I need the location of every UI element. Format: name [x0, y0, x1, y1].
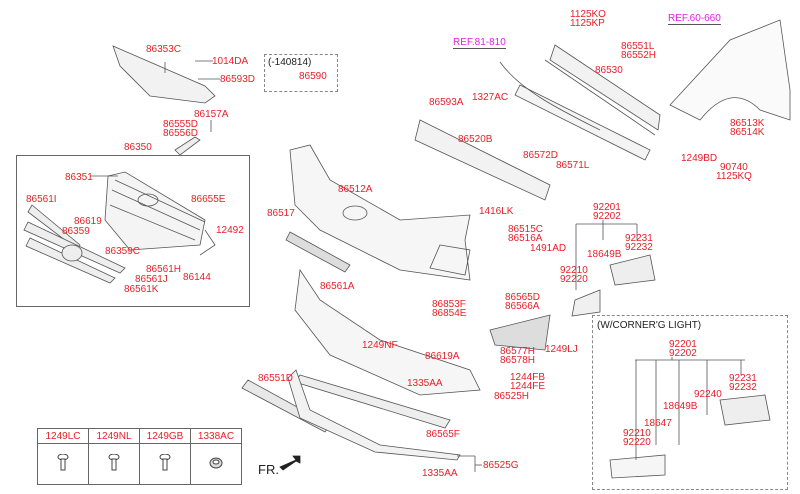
- label-86551L[interactable]: 86551L: [621, 41, 655, 52]
- label-86359[interactable]: 86359: [62, 226, 90, 237]
- label-1125KO[interactable]: 1125KO: [570, 9, 606, 20]
- label-corner-18647[interactable]: 18647: [644, 418, 672, 429]
- label-1244FE[interactable]: 1244FE: [510, 381, 546, 392]
- label-1249LJ[interactable]: 1249LJ: [545, 344, 578, 355]
- fender-shape: [669, 19, 791, 121]
- label-86571L[interactable]: 86571L: [556, 160, 590, 171]
- label-86556D[interactable]: 86556D: [163, 128, 199, 139]
- label-86565D[interactable]: 86565D: [505, 292, 541, 303]
- label-86517[interactable]: 86517: [267, 208, 295, 219]
- label-86552H[interactable]: 86552H: [621, 50, 657, 61]
- label-86525H[interactable]: 86525H: [494, 391, 530, 402]
- label-1327AC[interactable]: 1327AC: [472, 92, 509, 103]
- label-corner-92240[interactable]: 92240: [694, 389, 722, 400]
- label-1125KQ[interactable]: 1125KQ: [716, 171, 752, 182]
- label-corner-92231[interactable]: 92231: [729, 373, 757, 384]
- front-label: FR.: [258, 462, 279, 477]
- label-1244FB[interactable]: 1244FB: [510, 372, 546, 383]
- label-86593D[interactable]: 86593D: [220, 74, 256, 85]
- label-86513K[interactable]: 86513K: [730, 118, 765, 129]
- ref-81-810[interactable]: REF.81-810: [453, 37, 506, 49]
- label-86514K[interactable]: 86514K: [730, 127, 765, 138]
- label-86854E[interactable]: 86854E: [432, 308, 467, 319]
- label-92201[interactable]: 92201: [593, 202, 621, 213]
- label-92231[interactable]: 92231: [625, 233, 653, 244]
- fastener-code[interactable]: 1249NL: [88, 428, 140, 444]
- bumper-beam-shape: [549, 44, 661, 131]
- label-92202[interactable]: 92202: [593, 211, 621, 222]
- label-86555D[interactable]: 86555D: [163, 119, 199, 130]
- label-12492[interactable]: 12492: [216, 225, 244, 236]
- label-86530[interactable]: 86530: [595, 65, 623, 76]
- label-86655E[interactable]: 86655E: [191, 194, 226, 205]
- label-86572D[interactable]: 86572D: [523, 150, 559, 161]
- nut-icon: [209, 457, 223, 468]
- label-86561A[interactable]: 86561A: [320, 281, 355, 292]
- label-86619A[interactable]: 86619A: [425, 351, 460, 362]
- label-86561I[interactable]: 86561I: [26, 194, 57, 205]
- label-1125KP[interactable]: 1125KP: [570, 18, 605, 29]
- label-86577H[interactable]: 86577H: [500, 346, 536, 357]
- label-1491AD[interactable]: 1491AD: [530, 243, 567, 254]
- label-1335AA-top[interactable]: 1335AA: [407, 378, 443, 389]
- label-86593A[interactable]: 86593A: [429, 97, 464, 108]
- label-86561J[interactable]: 86561J: [135, 274, 168, 285]
- screw-icon: [159, 453, 171, 470]
- label-86351[interactable]: 86351: [65, 172, 93, 183]
- label-corner-92201[interactable]: 92201: [669, 339, 697, 350]
- label-86516A[interactable]: 86516A: [508, 233, 543, 244]
- label-corner-18649B[interactable]: 18649B: [663, 401, 698, 412]
- screw-icon: [57, 453, 69, 470]
- label-86578H[interactable]: 86578H: [500, 355, 536, 366]
- date-note: (-140814): [268, 57, 312, 68]
- corner-light-box: [592, 315, 788, 490]
- label-corner-92210[interactable]: 92210: [623, 428, 651, 439]
- label-1014DA[interactable]: 1014DA: [212, 56, 249, 67]
- label-1335AA-bottom[interactable]: 1335AA: [422, 468, 458, 479]
- front-arrow-icon: [279, 455, 301, 471]
- label-86561K[interactable]: 86561K: [124, 284, 159, 295]
- label-1416LK[interactable]: 1416LK: [479, 206, 514, 217]
- radiator-cover-shape: [112, 45, 216, 104]
- label-corner-92232[interactable]: 92232: [729, 382, 757, 393]
- label-86619[interactable]: 86619: [74, 216, 102, 227]
- ref-60-660[interactable]: REF.60-660: [668, 13, 721, 25]
- label-86512A[interactable]: 86512A: [338, 184, 373, 195]
- fastener-code[interactable]: 1338AC: [190, 428, 242, 444]
- grille-shape: [104, 171, 206, 251]
- label-86565F[interactable]: 86565F: [426, 429, 460, 440]
- label-1249BD[interactable]: 1249BD: [681, 153, 718, 164]
- label-90740[interactable]: 90740: [720, 162, 748, 173]
- label-86157A[interactable]: 86157A: [194, 109, 229, 120]
- label-86590[interactable]: 86590: [299, 71, 327, 82]
- label-86350[interactable]: 86350: [124, 142, 152, 153]
- label-86144[interactable]: 86144: [183, 272, 211, 283]
- label-86551D[interactable]: 86551D: [258, 373, 294, 384]
- label-86515C[interactable]: 86515C: [508, 224, 544, 235]
- grille-assembly-box: [16, 155, 250, 307]
- screw-icon: [108, 453, 120, 470]
- label-18649B[interactable]: 18649B: [587, 249, 622, 260]
- label-92232[interactable]: 92232: [625, 242, 653, 253]
- fastener-code[interactable]: 1249LC: [37, 428, 89, 444]
- bumper-cover-shape: [289, 144, 471, 281]
- label-92210[interactable]: 92210: [560, 265, 588, 276]
- fastener-code[interactable]: 1249GB: [139, 428, 191, 444]
- label-86561H[interactable]: 86561H: [146, 264, 182, 275]
- lower-bumper-shape: [294, 268, 481, 396]
- label-86853F[interactable]: 86853F: [432, 299, 466, 310]
- label-1249NF[interactable]: 1249NF: [362, 340, 398, 351]
- label-92220[interactable]: 92220: [560, 274, 588, 285]
- label-86566A[interactable]: 86566A: [505, 301, 540, 312]
- corner-light-note: (W/CORNER'G LIGHT): [597, 320, 702, 331]
- label-86359C[interactable]: 86359C: [105, 246, 141, 257]
- label-corner-92202[interactable]: 92202: [669, 348, 697, 359]
- date-note-box: [264, 54, 338, 92]
- fastener-table: 1249LC 1249NL 1249GB 1338AC: [37, 428, 242, 485]
- label-86525G[interactable]: 86525G: [483, 460, 519, 471]
- label-86520B[interactable]: 86520B: [458, 134, 493, 145]
- label-corner-92220[interactable]: 92220: [623, 437, 651, 448]
- label-86353C[interactable]: 86353C: [146, 44, 182, 55]
